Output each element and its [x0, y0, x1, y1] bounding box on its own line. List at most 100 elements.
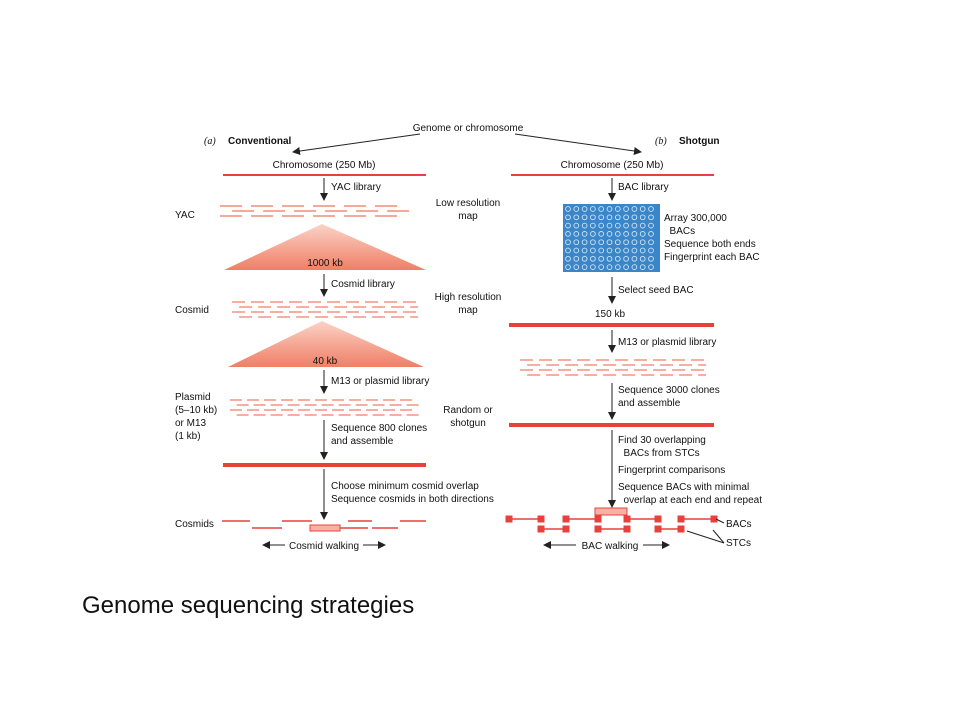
- array-text-1: Array 300,000: [664, 213, 727, 224]
- array-well: [606, 264, 613, 270]
- array-text-4: Fingerprint each BAC: [664, 252, 760, 263]
- array-well: [606, 247, 613, 254]
- array-well: [614, 239, 621, 246]
- stc-marker: [654, 515, 662, 523]
- stc-marker: [677, 525, 685, 533]
- bac-walking-label: BAC walking: [582, 541, 639, 552]
- bac-library-label: BAC library: [618, 182, 669, 193]
- cosmid-side-label: Cosmid: [175, 305, 209, 316]
- bac-array-wells: [565, 206, 654, 270]
- array-well: [590, 206, 596, 212]
- array-well: [590, 222, 596, 229]
- array-well: [565, 264, 571, 270]
- array-well: [631, 214, 638, 221]
- cosmid-walk-fragments: [222, 520, 426, 529]
- array-well: [606, 206, 613, 212]
- conventional-title: Conventional: [228, 136, 292, 147]
- random-label-2: shotgun: [450, 418, 486, 429]
- overlap-step-5: overlap at each end and repeat: [618, 495, 762, 506]
- array-well: [623, 239, 629, 246]
- high-res-label-2: map: [458, 305, 478, 316]
- wedge-1000kb: [224, 224, 426, 270]
- array-well: [623, 206, 629, 212]
- bac-array: [563, 204, 660, 272]
- figure-caption: Genome sequencing strategies: [82, 592, 415, 619]
- overlap-step-2: BACs from STCs: [618, 448, 700, 459]
- stc-marker: [623, 525, 631, 533]
- array-well: [614, 255, 621, 262]
- array-well: [631, 231, 638, 237]
- plasmid-side-label-1: Plasmid: [175, 392, 211, 403]
- array-well: [623, 247, 629, 254]
- array-well: [623, 214, 629, 221]
- array-well: [623, 222, 629, 229]
- array-well: [590, 214, 596, 221]
- stcs-pointer-1: [712, 529, 725, 544]
- array-well: [606, 214, 613, 221]
- conventional-panel: (a) Conventional Chromosome (250 Mb) YAC…: [175, 136, 501, 552]
- yac-library-label: YAC library: [331, 182, 381, 193]
- array-well: [598, 247, 605, 254]
- array-well: [598, 222, 605, 229]
- array-well: [639, 239, 646, 246]
- array-well: [614, 214, 621, 221]
- array-well: [639, 206, 646, 212]
- array-well: [606, 255, 613, 262]
- cosmid-walking-label: Cosmid walking: [289, 541, 359, 552]
- array-well: [631, 247, 638, 254]
- array-well: [581, 231, 588, 237]
- array-well: [614, 247, 621, 254]
- stc-marker: [562, 525, 570, 533]
- stc-marker: [654, 525, 662, 533]
- array-well: [573, 264, 580, 270]
- array-well: [614, 231, 621, 237]
- array-well: [581, 255, 588, 262]
- array-well: [614, 264, 621, 270]
- array-well: [639, 247, 646, 254]
- array-well: [565, 231, 571, 237]
- array-well: [581, 214, 588, 221]
- seed-label: Select seed BAC: [618, 285, 694, 296]
- array-well: [648, 231, 654, 237]
- array-well: [581, 222, 588, 229]
- cosmid-library-label: Cosmid library: [331, 279, 395, 290]
- array-well: [573, 231, 580, 237]
- sequence-step-shot-2: and assemble: [618, 398, 681, 409]
- array-well: [631, 255, 638, 262]
- array-well: [598, 239, 605, 246]
- stc-marker: [623, 515, 631, 523]
- root-label: Genome or chromosome: [413, 123, 524, 134]
- high-res-label-1: High resolution: [435, 292, 502, 303]
- array-well: [606, 231, 613, 237]
- array-well: [565, 247, 571, 254]
- array-well: [573, 239, 580, 246]
- final-step-conv-2: Sequence cosmids in both directions: [331, 494, 494, 505]
- array-well: [565, 222, 571, 229]
- plasmid-side-label-3: or M13: [175, 418, 207, 429]
- array-well: [648, 255, 654, 262]
- array-well: [590, 231, 596, 237]
- array-well: [631, 206, 638, 212]
- sequence-step-conv-1: Sequence 800 clones: [331, 423, 427, 434]
- plasmid-fragments: [230, 399, 419, 416]
- stc-marker: [594, 515, 602, 523]
- seed-size-label: 150 kb: [595, 309, 625, 320]
- array-well: [598, 231, 605, 237]
- wedge-40kb-label: 40 kb: [313, 356, 338, 367]
- wedge-1000kb-label: 1000 kb: [307, 258, 343, 269]
- stc-marker: [594, 525, 602, 533]
- array-well: [623, 231, 629, 237]
- shotgun-title: Shotgun: [679, 136, 720, 147]
- plasmid-side-label-4: (1 kb): [175, 431, 201, 442]
- overlap-step-1: Find 30 overlapping: [618, 435, 706, 446]
- m13-library-label-conv: M13 or plasmid library: [331, 376, 429, 387]
- stc-marker: [537, 525, 545, 533]
- array-well: [648, 222, 654, 229]
- array-well: [581, 247, 588, 254]
- stcs-pointer-2: [686, 530, 725, 544]
- array-well: [565, 239, 571, 246]
- array-well: [606, 239, 613, 246]
- cosmid-walk-highlight: [309, 524, 341, 532]
- array-well: [590, 255, 596, 262]
- array-well: [598, 206, 605, 212]
